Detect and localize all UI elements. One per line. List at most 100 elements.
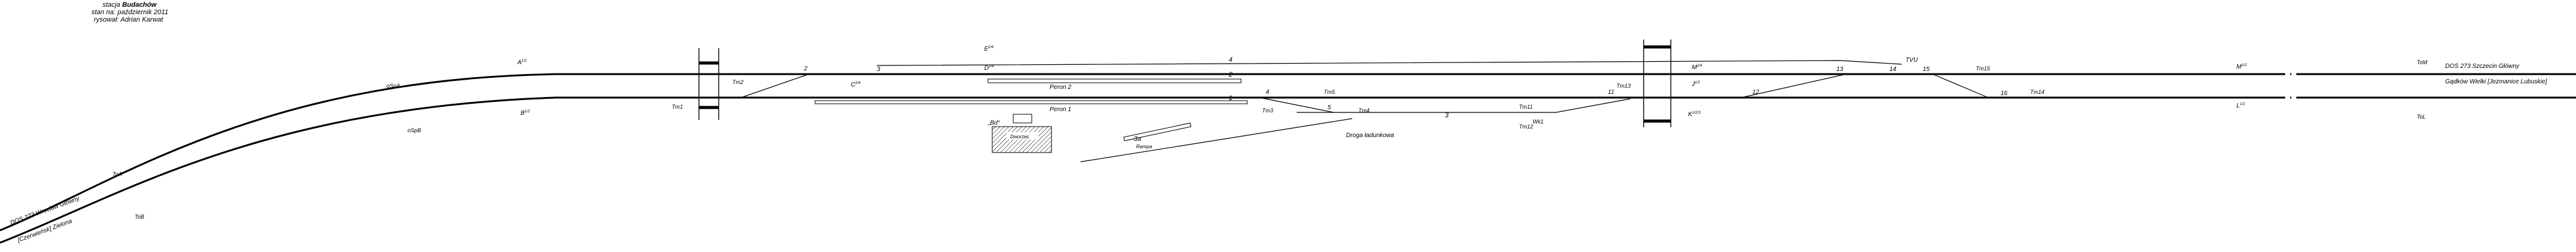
signal-D-sup: 2/4: [988, 65, 994, 69]
switch-13: 13: [1836, 66, 1844, 73]
header-prefix: stacja: [102, 1, 120, 9]
shunt-Tm12: Tm12: [1519, 124, 1533, 130]
signal-D-letter: D: [984, 65, 989, 72]
shunt-Tm15: Tm15: [1976, 65, 1991, 72]
signal-K-letter: K: [1688, 111, 1693, 118]
signal-M2: M2/4: [1692, 64, 1702, 71]
signal-M2-sup: 2/4: [1696, 64, 1702, 68]
droga-label: Droga ładunkowa: [1346, 132, 1394, 139]
ramp: [1123, 122, 1192, 141]
signal-D: D2/4: [984, 65, 994, 72]
signal-K-sup: 1/2/3: [1692, 111, 1701, 115]
signal-J-sup: 1/2: [1695, 81, 1700, 85]
shunt-ToL: ToL: [2417, 114, 2426, 120]
track-3-label: 3: [1445, 112, 1449, 119]
siding-track-3a: [1080, 118, 1353, 162]
signal-C-sup: 2/4: [855, 82, 861, 85]
siding-track-4: [876, 60, 1902, 66]
east-dzs-line1: DOS 273 Szczecin Główny: [2445, 63, 2520, 70]
signal-B: B1/2: [521, 110, 530, 117]
signal-B-sup: 1/2: [525, 110, 530, 114]
crossover-2: [740, 74, 809, 98]
crossover-5: [1259, 97, 1334, 113]
building-name: Dworzec: [1010, 134, 1029, 140]
track-2-label: 2: [1228, 71, 1232, 78]
shunt-oSpB: oSpB: [408, 127, 421, 133]
switch-3: 3: [877, 66, 880, 73]
main-track-1: [0, 96, 2576, 244]
main-signals: A1/2 B1/2 C2/4 D2/4 E2/4 J1/2 K1/2/3 L1/…: [517, 46, 2247, 118]
shunt-Tm2: Tm2: [732, 79, 743, 85]
signal-E-sup: 2/4: [988, 46, 994, 49]
east-dzs-line2: Gądków Wielki [Jezmanice Lubuskie]: [2445, 78, 2547, 85]
shunt-Tm5: Tm5: [1324, 89, 1336, 95]
shunt-signal-labels: Tm1 Tm2 Tm3 Tm4 Tm5 Tm11 Tm12 Tm13 Tm14 …: [112, 59, 2428, 220]
shunt-ToM: ToM: [2417, 59, 2428, 65]
platform-2: [987, 78, 1242, 83]
signal-K: K1/2/3: [1688, 111, 1701, 118]
shunt-Tm1: Tm1: [672, 104, 683, 110]
siding-track-3: [1297, 98, 1631, 113]
signal-M-letter: M: [2236, 64, 2242, 70]
tvu-label: TVU: [1905, 57, 1918, 64]
signal-A: A1/2: [517, 59, 527, 66]
signal-E: E2/4: [984, 46, 994, 52]
track-1-label: 1: [1229, 94, 1232, 102]
station-building: [992, 114, 1052, 153]
signal-L: L1/2: [2236, 103, 2246, 109]
signal-M: M1/2: [2236, 64, 2247, 70]
break-north-east: [2285, 69, 2296, 79]
signal-J-letter: J: [1691, 81, 1696, 88]
switch-12: 12: [1752, 89, 1760, 96]
building-label-bg: [1006, 132, 1039, 140]
peron-2-label: Peron 2: [1050, 84, 1071, 91]
building-icon: [1013, 114, 1032, 124]
signal-A-sup: 1/2: [522, 59, 527, 63]
platform-1: [814, 100, 1248, 104]
switch-4: 4: [1266, 89, 1269, 96]
shunt-Wk1: Wk1: [1533, 119, 1544, 125]
shunt-Tm11: Tm11: [1519, 104, 1533, 110]
crossings: [698, 40, 1671, 127]
header-station-name: Budachów: [122, 1, 157, 9]
signal-L-sup: 1/2: [2240, 103, 2246, 106]
signal-J: J1/2: [1691, 81, 1700, 88]
shunt-Tm14: Tm14: [2030, 89, 2044, 95]
switch-2: 2: [803, 65, 808, 72]
switch-14: 14: [1889, 66, 1897, 73]
shunt-oSpA: oSpA: [387, 83, 400, 89]
break-west-main: [238, 149, 256, 166]
track-4-label: 4: [1229, 56, 1232, 64]
crossover-15: [1932, 74, 1989, 98]
header-line1: stacja Budachów: [102, 1, 156, 9]
header-date: stan na: październik 2011: [91, 9, 169, 16]
signal-E-letter: E: [984, 46, 989, 52]
crossover-12: [1741, 74, 1847, 98]
signal-M2-letter: M: [1692, 64, 1697, 71]
shunt-Tm4: Tm4: [1358, 107, 1370, 114]
main-track-2: [0, 73, 2576, 232]
track-numbers: 4 2 1 3 3a: [1134, 56, 1449, 143]
shunt-Tm3: Tm3: [1262, 107, 1273, 114]
switch-11: 11: [1608, 89, 1614, 96]
switch-5: 5: [1328, 104, 1331, 111]
signal-M-sup: 1/2: [2241, 64, 2247, 67]
switch-16: 16: [2001, 90, 2008, 97]
switch-15: 15: [1923, 66, 1930, 73]
track-lines: [0, 60, 2576, 244]
signal-B-letter: B: [521, 110, 525, 117]
signal-C-letter: C: [851, 82, 856, 88]
track-3a-label: 3a: [1134, 135, 1141, 143]
signal-C: C2/4: [851, 82, 861, 88]
header-author: rysował: Adrian Karwat: [94, 16, 164, 23]
building-code: „Bd“: [987, 120, 1000, 127]
switch-numbers: 2 3 4 5 11 12 13 14 15 16: [803, 65, 2008, 111]
shunt-Tm13: Tm13: [1616, 83, 1631, 89]
rampa-label: Rampa: [1136, 144, 1152, 149]
shunt-ToA: ToA: [112, 171, 122, 177]
signal-A-letter: A: [517, 59, 522, 66]
shunt-ToB: ToB: [135, 214, 144, 220]
break-south-east: [2285, 93, 2296, 103]
signal-L-letter: L: [2236, 103, 2240, 109]
